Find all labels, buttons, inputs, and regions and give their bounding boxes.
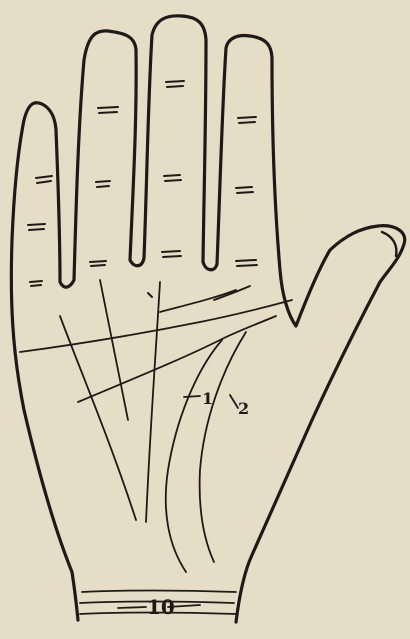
label-leader-1 [184,396,200,397]
label-leader-10 [118,607,146,608]
line-label-2: 2 [238,399,249,418]
wrist-label-10: 10 [147,595,175,619]
line-label-1: 1 [202,389,213,408]
